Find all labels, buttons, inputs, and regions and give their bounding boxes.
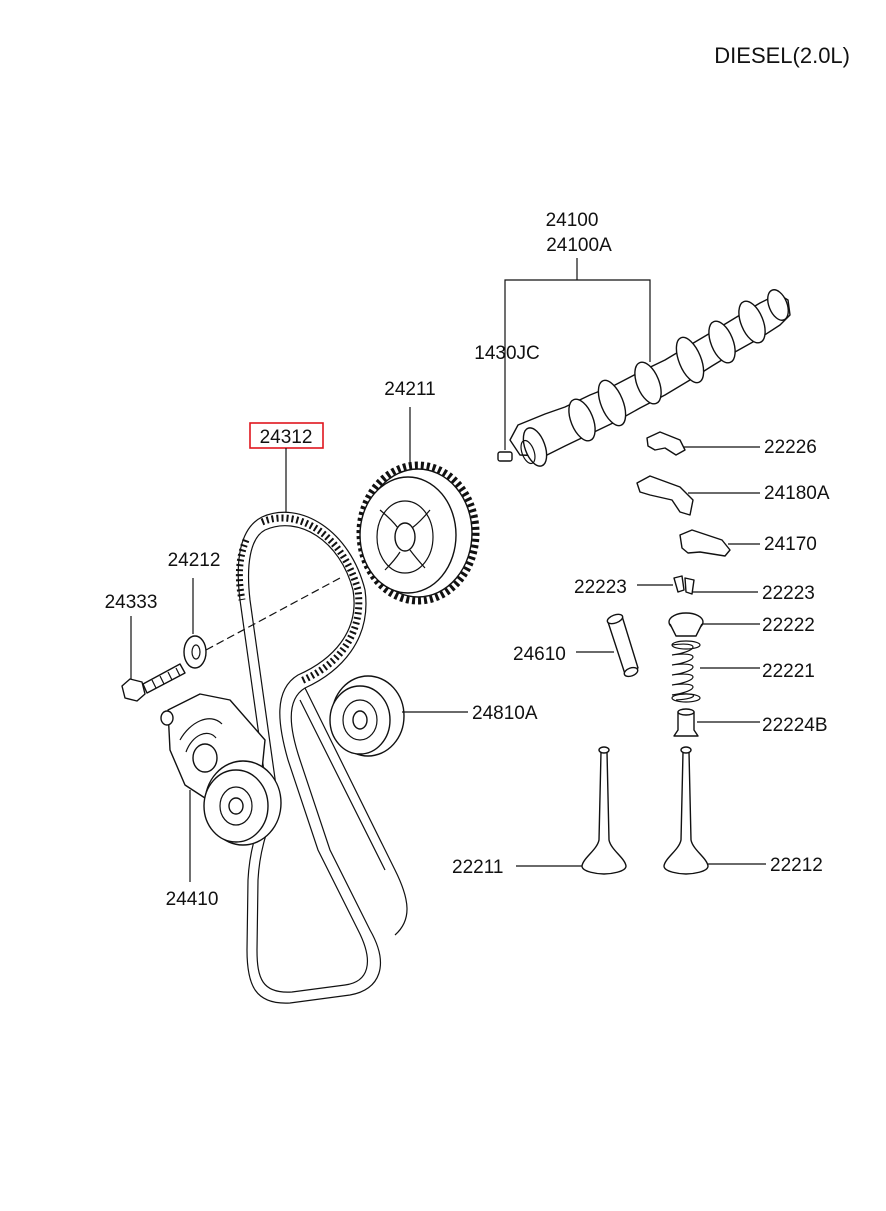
label-valve-spring[interactable]: 22221 (762, 661, 815, 682)
label-retainer-lock-left[interactable]: 22223 (574, 577, 627, 598)
label-bolt[interactable]: 24333 (105, 592, 158, 613)
cam-sprocket-part[interactable] (356, 461, 480, 605)
tensioner-part[interactable] (160, 693, 282, 846)
label-stem-seal[interactable]: 22224B (762, 715, 828, 736)
valve-spring-part[interactable] (671, 640, 701, 703)
label-tensioner[interactable]: 24410 (166, 889, 219, 910)
camshaft-part[interactable] (509, 287, 792, 469)
intake-valve-part[interactable] (581, 746, 627, 875)
label-cam-sprocket[interactable]: 24211 (384, 379, 435, 400)
bolt-part[interactable] (121, 663, 186, 702)
label-retainer-lock-right[interactable]: 22223 (762, 583, 815, 604)
label-rocker-small[interactable]: 24170 (764, 534, 817, 555)
label-lash-adjuster[interactable]: 24610 (513, 644, 566, 665)
washer-part[interactable] (183, 635, 207, 669)
spring-retainer-part[interactable] (668, 612, 704, 637)
engine-label: DIESEL(2.0L) (714, 43, 850, 68)
lash-adjuster-part[interactable] (606, 613, 639, 679)
stem-seal-part[interactable] (673, 708, 699, 737)
label-timing-belt[interactable]: 24312 (260, 427, 313, 448)
label-bridge[interactable]: 22226 (764, 437, 817, 458)
label-camshaft-alt[interactable]: 24100A (546, 235, 612, 256)
rocker-arm-part[interactable] (636, 475, 694, 516)
label-rocker-arm[interactable]: 24180A (764, 483, 830, 504)
label-washer[interactable]: 24212 (168, 550, 221, 571)
rocker-small-part[interactable] (679, 529, 731, 557)
label-pin[interactable]: 1430JC (474, 343, 540, 364)
exhaust-valve-part[interactable] (663, 746, 709, 875)
label-camshaft[interactable]: 24100 (546, 210, 599, 231)
callout-labels: 24312 24100 24100A 1430JC 24211 24212 24… (105, 210, 830, 910)
bridge-part[interactable] (646, 431, 686, 456)
label-spring-retainer[interactable]: 22222 (762, 615, 815, 636)
label-intake-valve[interactable]: 22211 (452, 857, 503, 878)
label-idler-pulley[interactable]: 24810A (472, 703, 538, 724)
retainer-lock-part[interactable] (673, 575, 695, 595)
idler-pulley-part[interactable] (329, 675, 405, 757)
label-exhaust-valve[interactable]: 22212 (770, 855, 823, 876)
pin-part[interactable] (497, 451, 513, 462)
